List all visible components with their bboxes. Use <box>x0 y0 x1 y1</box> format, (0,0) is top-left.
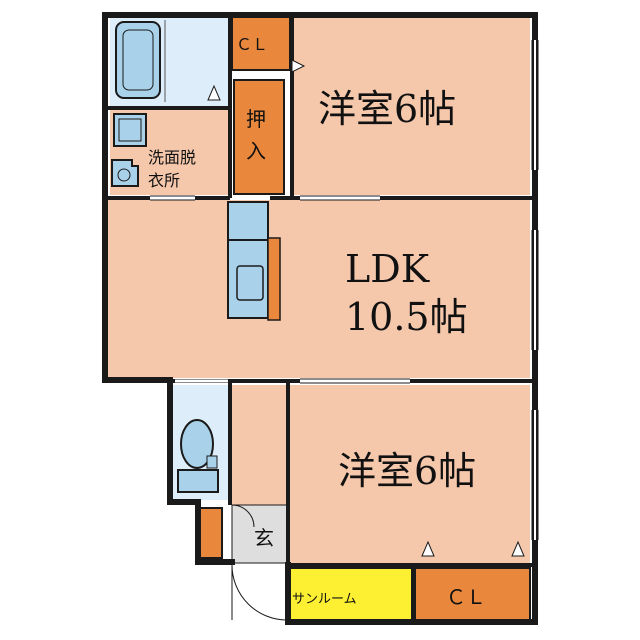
toilet-door-swing <box>231 504 255 528</box>
closet-top-label: ＣＬ <box>236 35 268 54</box>
western-room-bottom-floor <box>290 385 530 565</box>
closet-bottom-label: ＣＬ <box>446 585 486 609</box>
toilet-tank <box>177 469 219 493</box>
western-room-top-floor <box>292 15 530 195</box>
washroom-label-1: 洗面脱 <box>148 148 196 167</box>
toilet-icon <box>180 419 214 469</box>
door-marker-icon <box>511 540 525 557</box>
ldk-label-1: LDK <box>345 247 430 291</box>
oshiire-label-1: 押 <box>246 107 266 131</box>
sunroom-label: サンルーム <box>292 592 357 607</box>
sliding-doors <box>150 196 410 383</box>
western-room-bottom-label: 洋室6帖 <box>338 449 476 493</box>
bathtub <box>115 21 161 99</box>
oshiire-closet <box>233 79 285 195</box>
ldk-floor <box>105 200 530 378</box>
entrance-floor <box>231 504 288 564</box>
faucet-icon <box>207 84 221 101</box>
oshiire-label-2: 入 <box>246 139 266 163</box>
western-room-top-label: 洋室6帖 <box>318 87 456 131</box>
entrance-label: 玄 <box>254 526 274 550</box>
door-marker-icon <box>291 59 306 73</box>
washroom-label-2: 衣所 <box>148 171 180 190</box>
ldk-label-2: 10.5帖 <box>345 295 468 339</box>
bathtub-inner <box>122 29 154 91</box>
closet-bottom <box>414 567 531 624</box>
hallway-floor <box>232 385 288 505</box>
entrance-door-swing <box>231 564 288 621</box>
door-marker-icon <box>421 540 435 557</box>
kitchen-sink <box>236 265 264 301</box>
sunroom <box>289 567 413 624</box>
kitchen-backsplash <box>267 237 281 321</box>
washing-machine-icon <box>111 159 139 187</box>
shoe-cabinet <box>199 507 223 559</box>
